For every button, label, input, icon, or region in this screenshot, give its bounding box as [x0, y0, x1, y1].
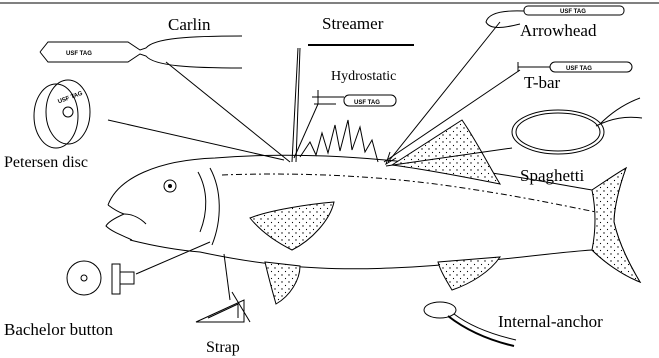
carlin-tag-body: [40, 36, 242, 52]
fish-gill-cover: [210, 168, 219, 245]
arrowhead-tag-text: USF TAG: [560, 9, 586, 15]
tbar-tag-text: USF TAG: [566, 66, 592, 72]
petersen-label: Petersen disc: [4, 154, 88, 171]
striped-bass-fish: [106, 120, 640, 304]
fish-pectoral-fin: [250, 202, 334, 250]
arrowhead-loop: [486, 11, 524, 28]
spaghetti-ends: [596, 98, 642, 126]
bachelor-button-hole: [81, 275, 87, 281]
bachelor-button-disc: [67, 261, 101, 295]
petersen-disc-tag: USF TAG Petersen disc: [4, 80, 284, 171]
strap-triangle-inner: [208, 304, 238, 318]
bachelor-leader-line: [136, 242, 210, 274]
streamer-label: Streamer: [322, 14, 384, 33]
fish-anal-fin: [438, 257, 500, 290]
petersen-disc-hole: [63, 107, 73, 117]
strap-label: Strap: [206, 339, 240, 356]
hydrostatic-tag: Hydrostatic USF TAG: [294, 69, 396, 158]
tbar-label: T-bar: [524, 73, 561, 92]
hydrostatic-label: Hydrostatic: [331, 69, 396, 84]
arrowhead-tag: Arrowhead USF TAG: [386, 6, 624, 164]
fish-pupil: [168, 184, 172, 188]
fish-jaw-line: [124, 214, 146, 224]
hydrostatic-tag-text: USF TAG: [354, 100, 380, 106]
spaghetti-loop-inner: [516, 113, 600, 151]
spaghetti-label: Spaghetti: [520, 166, 584, 185]
fish-gill-inner: [198, 172, 206, 232]
petersen-disc-text: USF TAG: [57, 91, 84, 106]
carlin-tag-text: USF TAG: [66, 51, 92, 57]
strap-pin: [232, 292, 250, 322]
bachelor-button-pin: [120, 272, 134, 284]
bachelor-label: Bachelor button: [4, 320, 114, 339]
carlin-tag: Carlin USF TAG: [40, 15, 290, 162]
internal-anchor-disc: [424, 302, 456, 318]
arrowhead-label: Arrowhead: [520, 21, 597, 40]
petersen-leader-line: [108, 120, 284, 160]
bachelor-button-tag: Bachelor button: [4, 242, 210, 339]
strap-leader-line: [224, 254, 230, 300]
internal-anchor-label: Internal-anchor: [498, 312, 603, 331]
spaghetti-loop: [512, 110, 604, 154]
hydrostatic-anchor: [312, 90, 344, 104]
fish-caudal-fin: [592, 168, 640, 282]
streamer-tag: Streamer: [292, 14, 414, 162]
strap-tag: Strap: [196, 254, 250, 356]
tbar-bar: [518, 62, 550, 72]
fish-pelvic-fin: [265, 262, 300, 304]
spaghetti-tag: Spaghetti: [386, 98, 642, 185]
strap-triangle: [196, 300, 244, 322]
carlin-label: Carlin: [168, 15, 211, 34]
bachelor-button-plate: [112, 264, 120, 294]
fish-mouth: [106, 205, 132, 240]
internal-anchor-tag: Internal-anchor: [424, 302, 603, 346]
